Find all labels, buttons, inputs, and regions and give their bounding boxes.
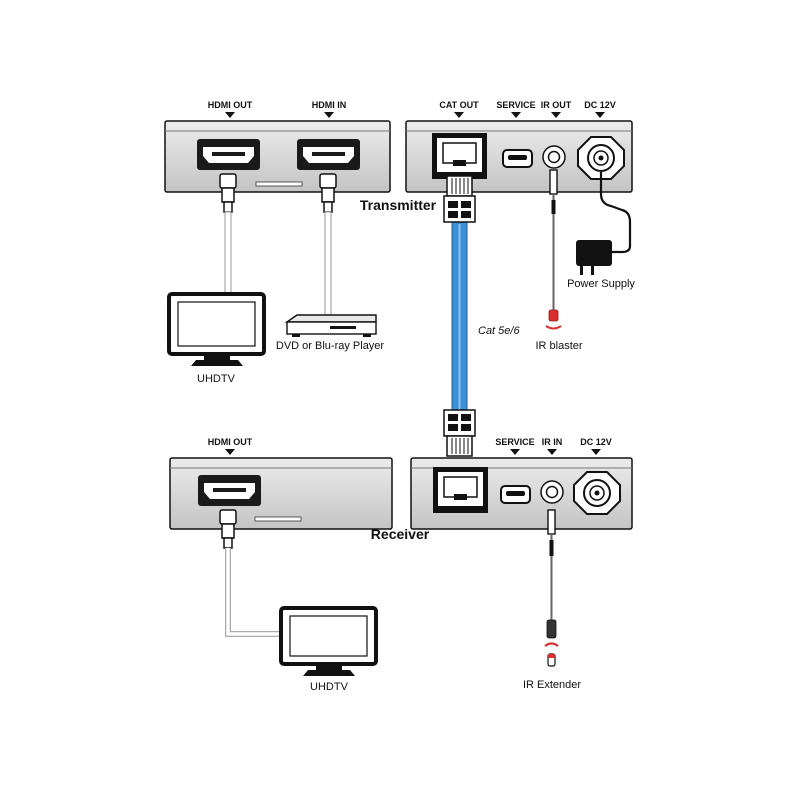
transmitter-title: Transmitter (360, 197, 437, 213)
rx-ir-in-arrow-icon (547, 449, 557, 455)
ir-extender-label: IR Extender (523, 679, 581, 691)
rx-service-label: SERVICE (495, 437, 534, 447)
rx-hdmi-cable-inner (226, 548, 282, 636)
rx-uhdtv-icon (279, 606, 378, 676)
tx-hdmi-cable-player (324, 211, 332, 317)
tx-hdmi-in-label: HDMI IN (312, 100, 347, 110)
tx-service-arrow-icon (511, 112, 521, 118)
tx-cat-out-label: CAT OUT (439, 100, 479, 110)
rx-dc-label: DC 12V (580, 437, 612, 447)
rx-hdmi-plug-icon (219, 509, 237, 549)
tx-ir-out-arrow-icon (551, 112, 561, 118)
dvd-player-icon (284, 314, 377, 337)
rx-service-port (500, 485, 531, 504)
rx-ir-extender-cable (547, 509, 556, 622)
rx-hdmi-out-label: HDMI OUT (208, 437, 253, 447)
rx-cat-in-port (433, 467, 488, 513)
tx-service-port (502, 149, 533, 168)
ir-blaster-label: IR blaster (535, 340, 582, 352)
ir-blaster-icon (545, 309, 562, 330)
tx-dc-arrow-icon (595, 112, 605, 118)
rx-hdmi-out-arrow-icon (225, 449, 235, 455)
rx-service-arrow-icon (510, 449, 520, 455)
rx-dc-12v-jack (573, 471, 621, 515)
tx-rj45-plug-icon (443, 175, 476, 223)
transmitter-hdmi-out-port (197, 139, 260, 170)
rx-hdmi-cable-outer (225, 548, 282, 637)
tx-uhdtv-icon (167, 292, 266, 366)
tx-dc-12v-jack (577, 136, 625, 180)
power-supply-label: Power Supply (567, 278, 635, 290)
tx-hdmi-plug-left-icon (219, 173, 237, 213)
receiver-title: Receiver (371, 526, 430, 542)
rx-rj45-plug-icon (443, 409, 476, 457)
tx-service-label: SERVICE (496, 100, 535, 110)
tx-hdmi-out-arrow-icon (225, 112, 235, 118)
tx-hdmi-in-arrow-icon (324, 112, 334, 118)
rx-dc-arrow-icon (591, 449, 601, 455)
tx-ir-out-jack (542, 145, 566, 169)
tx-cat-out-arrow-icon (454, 112, 464, 118)
tx-dc-label: DC 12V (584, 100, 616, 110)
ir-extender-icon (544, 619, 559, 667)
power-supply-icon (576, 240, 612, 275)
tx-ir-blaster-cable (549, 169, 558, 312)
tx-hdmi-plug-right-icon (319, 173, 337, 213)
cat-cable (451, 221, 468, 419)
rx-uhdtv-label: UHDTV (310, 681, 349, 693)
cat-cable-label: Cat 5e/6 (478, 325, 520, 337)
receiver-hdmi-out-port (198, 475, 261, 506)
tx-uhdtv-label: UHDTV (197, 373, 236, 385)
dvd-player-label: DVD or Blu-ray Player (276, 340, 385, 352)
transmitter-hdmi-in-port (297, 139, 360, 170)
tx-hdmi-cable-tv (224, 211, 232, 297)
tx-cat-out-port (432, 133, 487, 179)
power-cable (599, 172, 632, 254)
tx-ir-out-label: IR OUT (541, 100, 572, 110)
tx-hdmi-out-label: HDMI OUT (208, 100, 253, 110)
rx-ir-in-label: IR IN (542, 437, 563, 447)
rx-ir-in-jack (540, 480, 564, 504)
